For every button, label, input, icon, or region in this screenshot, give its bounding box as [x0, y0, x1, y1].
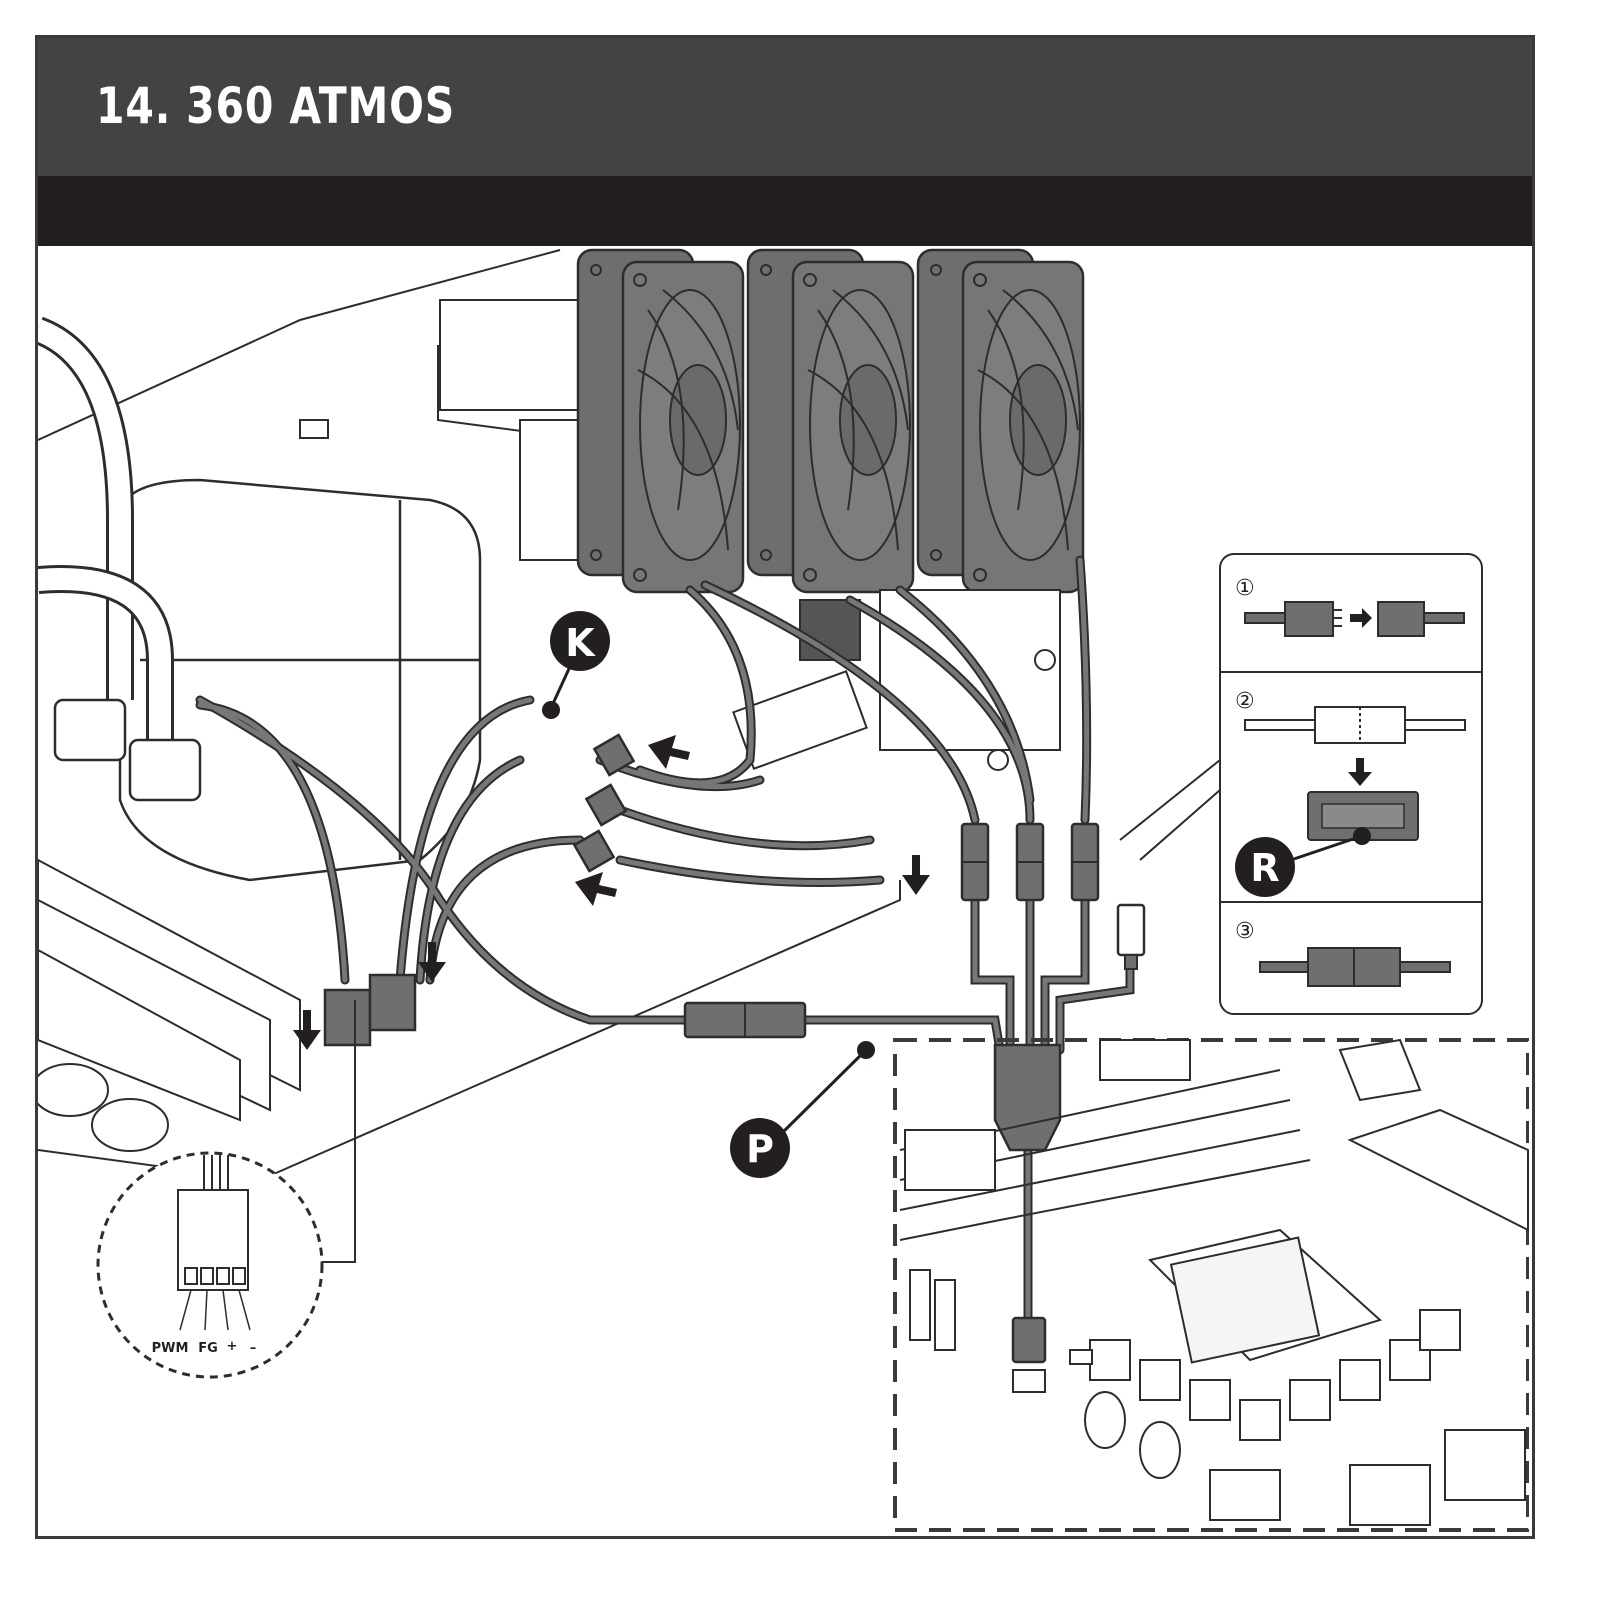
motherboard-zoom-view: [895, 1040, 1528, 1530]
fan-3: [918, 250, 1083, 592]
fan-connector-1: [962, 824, 988, 900]
pin-pwm-label: PWM: [152, 1341, 189, 1356]
argb-plug: [1118, 905, 1144, 969]
ram-modules: [32, 860, 300, 1151]
callout-p: P: [730, 1041, 875, 1178]
fan-connector-2: [1017, 824, 1043, 900]
pin-plus-label: +: [227, 1339, 238, 1354]
step-1-number: ①: [1235, 576, 1255, 601]
fan-connector-3: [1072, 824, 1098, 900]
step-2-number: ②: [1235, 689, 1255, 714]
callout-k-label: K: [565, 621, 596, 665]
hub-plug: [1013, 1318, 1045, 1392]
pin-fg-label: FG: [198, 1341, 218, 1356]
extension-connector: [685, 1003, 805, 1037]
pin-minus-label: –: [250, 1341, 257, 1356]
pump-block: [38, 330, 480, 880]
callout-k: K: [542, 611, 610, 719]
steps-panel: ① ② ③: [1120, 554, 1482, 1014]
fan-1: [578, 250, 743, 592]
fan-hub-splitter: [995, 1045, 1060, 1150]
step-3-number: ③: [1235, 919, 1255, 944]
fan-2: [748, 250, 913, 592]
callout-r-label: R: [1250, 846, 1279, 890]
callout-p-label: P: [746, 1127, 774, 1171]
